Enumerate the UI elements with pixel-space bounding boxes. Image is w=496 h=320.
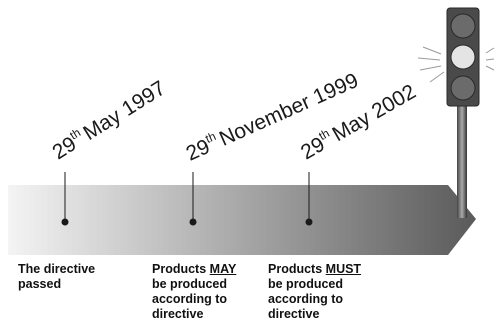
milestone-2-date: 29thNovember 1999 (182, 67, 362, 165)
description-line: directive (152, 307, 204, 320)
light-rays (417, 46, 495, 83)
description-line: The directive (18, 262, 96, 276)
description-prefix: Products (268, 262, 326, 276)
timeline-arrow (8, 185, 476, 255)
description-line: according to (268, 292, 344, 306)
description-line: passed (18, 277, 62, 291)
description-emphasis: MAY (209, 262, 237, 276)
traffic-light-bottom-lamp (450, 75, 476, 101)
milestone-3-description: Products MUST be produced according to d… (268, 262, 361, 320)
description-line: Products MAY (152, 262, 236, 277)
traffic-light-middle-lamp (450, 44, 476, 70)
description-line: be produced (268, 277, 344, 291)
milestone-2-dot (189, 218, 197, 226)
milestone-1-date: 29thMay 1997 (47, 75, 169, 164)
description-line: be produced (152, 277, 228, 291)
description-line: Products MUST (268, 262, 361, 277)
description-prefix: Products (152, 262, 210, 276)
description-emphasis: MUST (325, 262, 362, 276)
description-line: directive (268, 307, 320, 320)
milestone-1-dot (61, 218, 69, 226)
milestone-2-description: Products MAY be produced according to di… (152, 262, 236, 320)
traffic-light-top-lamp (450, 13, 476, 39)
traffic-light-pole (457, 100, 467, 218)
description-line: according to (152, 292, 228, 306)
milestone-3-dot (305, 218, 313, 226)
milestone-1-description: The directive passed (18, 262, 95, 292)
